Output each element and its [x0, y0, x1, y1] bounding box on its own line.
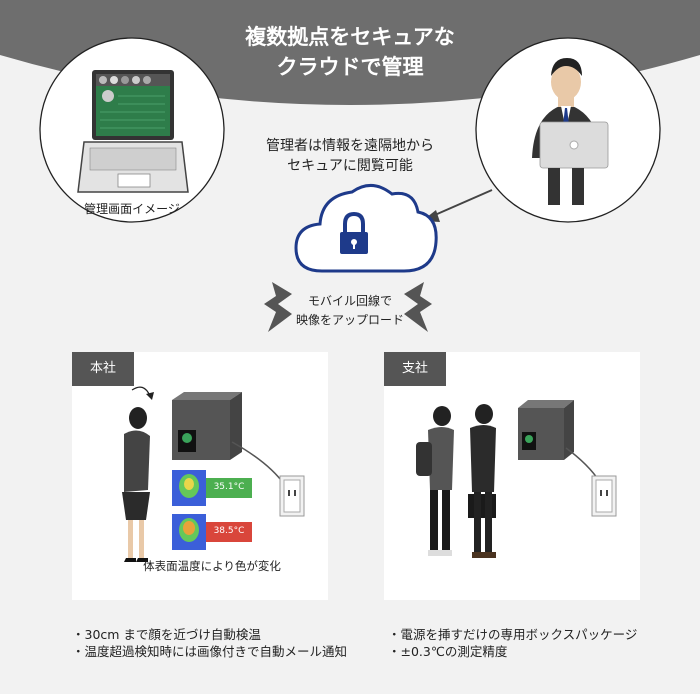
bullet-item: ・電源を挿すだけの専用ボックスパッケージ	[388, 627, 638, 642]
temp-alert-label: 38.5°C	[213, 526, 245, 536]
upload-arrow-left	[264, 282, 292, 332]
upload-arrow-right	[404, 282, 432, 332]
remote-access-text: 管理者は情報を遠隔地から セキュアに閲覧可能	[250, 136, 450, 176]
businessman-icon	[468, 404, 496, 558]
temp-normal-label: 35.1°C	[213, 482, 245, 492]
upload-line-2: 映像をアップロード	[295, 313, 404, 327]
bullet-item: ・温度超過検知時には画像付きで自動メール通知	[72, 644, 348, 659]
woman-figure-icon	[122, 407, 150, 562]
cloud-icon	[294, 184, 438, 273]
branch-office-illustration	[416, 400, 617, 558]
branch-office-label: 支社	[384, 352, 446, 386]
remote-access-line-1: 管理者は情報を遠隔地から	[266, 138, 434, 154]
thermal-image-alert	[172, 514, 252, 550]
banner-line-1: 複数拠点をセキュアな	[245, 25, 455, 49]
upload-text: モバイル回線で 映像をアップロード	[290, 292, 410, 330]
head-office-panel: 本社	[72, 352, 328, 600]
thermal-camera-icon	[172, 392, 242, 460]
power-outlet-icon	[591, 475, 617, 517]
laptop-caption: 管理画面イメージ	[84, 202, 180, 216]
banner-title: 複数拠点をセキュアな クラウドで管理	[200, 22, 500, 82]
head-office-bullets: ・30cm まで顔を近づけ自動検温 ・温度超過検知時には画像付きで自動メール通知	[72, 626, 352, 660]
head-office-illustration	[122, 386, 305, 562]
power-outlet-icon	[279, 475, 305, 517]
laptop-icon	[77, 70, 189, 193]
head-office-label: 本社	[72, 352, 134, 386]
bullet-item: ・30cm まで顔を近づけ自動検温	[72, 627, 261, 642]
person-with-backpack-icon	[416, 406, 454, 556]
color-change-caption: 体表面温度により色が変化	[143, 559, 281, 573]
arrow-admin-to-cloud	[422, 189, 493, 222]
thermal-camera-icon	[518, 400, 574, 460]
thermal-image-normal	[172, 470, 252, 506]
bullet-item: ・±0.3℃の測定精度	[388, 644, 508, 659]
branch-office-bullets: ・電源を挿すだけの専用ボックスパッケージ ・±0.3℃の測定精度	[388, 626, 668, 660]
banner-line-2: クラウドで管理	[276, 55, 424, 79]
admin-person-icon	[532, 58, 609, 205]
remote-access-line-2: セキュアに閲覧可能	[287, 158, 413, 174]
upload-line-1: モバイル回線で	[307, 294, 392, 308]
branch-office-panel: 支社	[384, 352, 640, 600]
